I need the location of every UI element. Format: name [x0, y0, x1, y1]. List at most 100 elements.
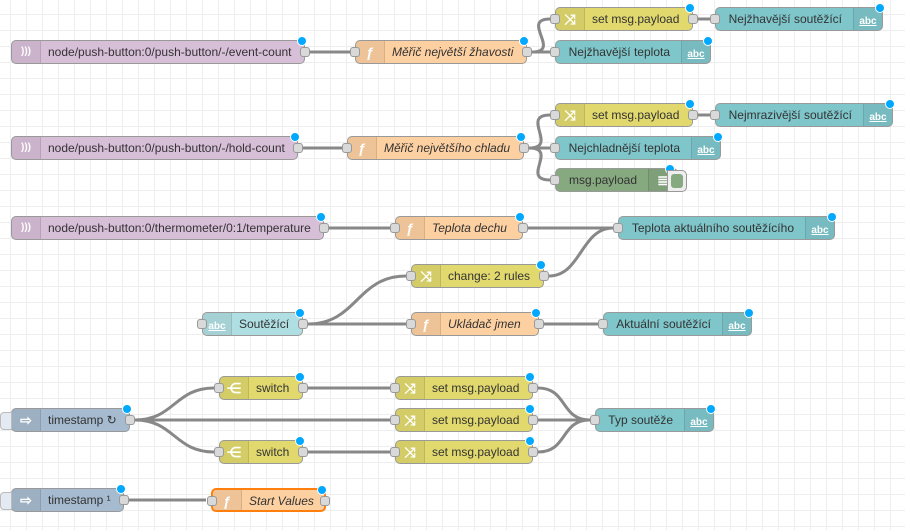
wire-f1-c1[interactable]	[531, 17, 551, 54]
input-port[interactable]	[406, 271, 416, 281]
inject-button[interactable]	[0, 412, 12, 430]
change-node[interactable]: ⤨set msg.payload	[390, 404, 538, 432]
input-port[interactable]	[550, 47, 560, 57]
inject-button[interactable]	[0, 492, 12, 510]
inject-node[interactable]: ⇨timestamp ↻	[0, 404, 135, 432]
output-port[interactable]	[298, 383, 308, 393]
debug-toggle-button[interactable]	[667, 170, 687, 192]
output-port[interactable]	[519, 143, 529, 153]
wire-i1-s1[interactable]	[134, 386, 215, 422]
wire-c4-t7[interactable]	[537, 386, 591, 422]
changed-indicator-icon	[536, 260, 546, 270]
debug-node[interactable]: ≣msg.payload	[550, 164, 687, 192]
function-icon: ƒ	[348, 137, 377, 159]
function-node[interactable]: ƒ Ukládač jmen	[406, 308, 544, 336]
output-port[interactable]	[688, 110, 698, 120]
input-port[interactable]	[214, 447, 224, 457]
changed-indicator-icon	[875, 3, 885, 13]
input-port[interactable]	[406, 319, 416, 329]
change-node[interactable]: ⤨change: 2 rules	[406, 260, 549, 288]
wire-i1-s2[interactable]	[134, 418, 215, 454]
node-label: Start Values	[249, 494, 314, 508]
changed-indicator-icon	[885, 99, 895, 109]
wire-f2-d1[interactable]	[528, 146, 551, 182]
function-icon: ƒ	[412, 313, 441, 335]
changed-indicator-icon	[116, 484, 126, 494]
input-port[interactable]	[613, 223, 623, 233]
output-port[interactable]	[300, 47, 310, 57]
changed-indicator-icon	[525, 436, 535, 446]
mqtt-node[interactable]: )))node/push-button:0/push-button/-/hold…	[11, 132, 303, 160]
output-port[interactable]	[298, 319, 308, 329]
changed-indicator-icon	[713, 132, 723, 142]
wire-c3-t5[interactable]	[548, 226, 614, 278]
wire-c6-t7[interactable]	[537, 418, 591, 454]
inject-node[interactable]: ⇨timestamp ¹	[0, 484, 129, 512]
wire-ti-c3[interactable]	[307, 274, 407, 326]
switch-icon: ⋲	[220, 441, 249, 463]
output-port[interactable]	[518, 223, 528, 233]
change-node[interactable]: ⤨set msg.payload	[390, 436, 538, 464]
node-label: set msg.payload	[592, 108, 680, 122]
output-port[interactable]	[534, 319, 544, 329]
mqtt-node[interactable]: )))node/push-button:0/thermometer/0:1/te…	[11, 212, 329, 240]
input-port[interactable]	[710, 14, 720, 24]
input-port[interactable]	[550, 110, 560, 120]
changed-indicator-icon	[744, 308, 754, 318]
node-label: timestamp ¹	[48, 493, 111, 507]
change-node[interactable]: ⤨set msg.payload	[390, 372, 538, 400]
wire-f2-c2[interactable]	[528, 113, 551, 150]
input-port[interactable]	[550, 175, 560, 185]
input-port[interactable]	[390, 383, 400, 393]
output-port[interactable]	[528, 447, 538, 457]
node-label: msg.payload	[568, 173, 637, 187]
input-port[interactable]	[710, 110, 720, 120]
input-port[interactable]	[342, 143, 352, 153]
input-port[interactable]	[214, 383, 224, 393]
input-port[interactable]	[550, 143, 560, 153]
mqtt-node[interactable]: )))node/push-button:0/push-button/-/even…	[11, 36, 310, 64]
node-label: Nejžhavější soutěžící	[728, 12, 842, 26]
output-port[interactable]	[293, 143, 303, 153]
abc-icon: abc	[681, 41, 710, 63]
output-port[interactable]	[528, 415, 538, 425]
input-port[interactable]	[550, 14, 560, 24]
input-port[interactable]	[197, 319, 207, 329]
abc-icon: abc	[691, 137, 720, 159]
output-port[interactable]	[320, 496, 330, 506]
input-port[interactable]	[390, 447, 400, 457]
input-port[interactable]	[590, 415, 600, 425]
output-port[interactable]	[119, 495, 129, 505]
input-port[interactable]	[390, 415, 400, 425]
output-port[interactable]	[125, 415, 135, 425]
output-port[interactable]	[522, 47, 532, 57]
input-port[interactable]	[207, 496, 217, 506]
input-port[interactable]	[598, 319, 608, 329]
output-port[interactable]	[298, 447, 308, 457]
change-node[interactable]: ⤨set msg.payload	[550, 3, 698, 31]
node-label: Ukládač jmen	[448, 317, 521, 331]
change-node[interactable]: ⤨set msg.payload	[550, 99, 698, 127]
switch-node[interactable]: ⋲switch	[214, 436, 308, 464]
output-port[interactable]	[688, 14, 698, 24]
changed-indicator-icon	[295, 308, 305, 318]
input-port[interactable]	[350, 47, 360, 57]
output-port[interactable]	[319, 223, 329, 233]
abc-icon: abc	[203, 313, 232, 335]
input-port[interactable]	[390, 223, 400, 233]
output-port[interactable]	[528, 383, 538, 393]
output-port[interactable]	[539, 271, 549, 281]
switch-node[interactable]: ⋲switch	[214, 372, 308, 400]
